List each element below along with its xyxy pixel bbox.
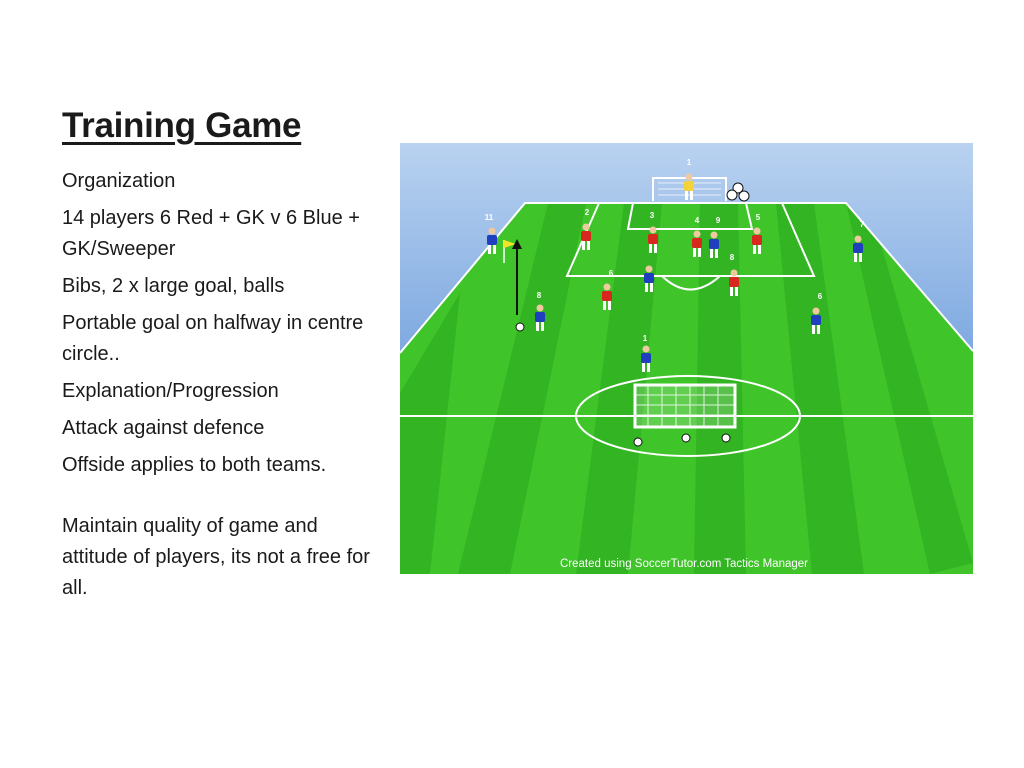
number-blue-8: 8 xyxy=(537,291,542,300)
number-red-6: 6 xyxy=(609,269,614,278)
portable-goal xyxy=(633,383,737,429)
line-equipment: Bibs, 2 x large goal, balls xyxy=(62,275,285,297)
player-blue xyxy=(811,307,821,334)
number-red-3: 3 xyxy=(650,211,655,220)
player-blue xyxy=(641,345,651,372)
ball xyxy=(738,190,750,202)
player-red xyxy=(752,227,762,254)
number-blue-9: 9 xyxy=(716,216,721,225)
line-portable-goal: Portable goal on halfway in centre circl… xyxy=(62,312,364,365)
players xyxy=(487,173,863,372)
diagram-credit: Created using SoccerTutor.com Tactics Ma… xyxy=(560,558,808,570)
line-attack: Attack against defence xyxy=(62,417,265,439)
ball xyxy=(681,433,691,443)
number-red-8: 8 xyxy=(730,253,735,262)
line-closing: Maintain quality of game and attitude of… xyxy=(62,515,370,599)
player-blue xyxy=(853,235,863,262)
number-gk-top: 1 xyxy=(687,158,692,167)
pitch xyxy=(400,203,973,574)
pitch-svg: 1 11 2 3 4 9 5 7 8 6 8 6 1 Created using… xyxy=(400,143,973,574)
ball xyxy=(732,182,744,194)
player-blue xyxy=(709,231,719,258)
player-blue xyxy=(487,227,497,254)
number-red-5: 5 xyxy=(756,213,761,222)
player-red xyxy=(648,226,658,253)
player-red xyxy=(729,269,739,296)
ball xyxy=(726,189,738,201)
ball xyxy=(721,433,731,443)
corner-flag xyxy=(503,240,516,263)
line-players: 14 players 6 Red + GK v 6 Blue + GK/Swee… xyxy=(62,207,360,260)
number-red-2: 2 xyxy=(585,208,590,217)
ball xyxy=(515,322,525,332)
number-red-4: 4 xyxy=(695,216,700,225)
number-blue-6: 6 xyxy=(818,292,823,301)
number-blue-1: 1 xyxy=(643,334,648,343)
player-numbers: 1 11 2 3 4 9 5 7 8 6 8 6 1 xyxy=(485,158,865,343)
number-blue-7: 7 xyxy=(860,220,865,229)
player-red xyxy=(692,230,702,257)
player-red xyxy=(602,283,612,310)
line-explanation: Explanation/Progression xyxy=(62,380,279,402)
player-goalkeeper xyxy=(684,173,694,200)
line-organization: Organization xyxy=(62,170,176,192)
ball xyxy=(633,437,643,447)
movement-arrow xyxy=(512,239,522,315)
number-blue-11: 11 xyxy=(485,213,494,222)
player-blue xyxy=(535,304,545,331)
balls xyxy=(515,182,750,447)
player-red xyxy=(581,223,591,250)
player-blue xyxy=(644,265,654,292)
slide-title: Training Game xyxy=(62,106,302,145)
tactics-diagram: 1 11 2 3 4 9 5 7 8 6 8 6 1 Created using… xyxy=(400,143,973,574)
line-offside: Offside applies to both teams. xyxy=(62,454,327,476)
slide-body: Organization 14 players 6 Red + GK v 6 B… xyxy=(62,166,382,610)
